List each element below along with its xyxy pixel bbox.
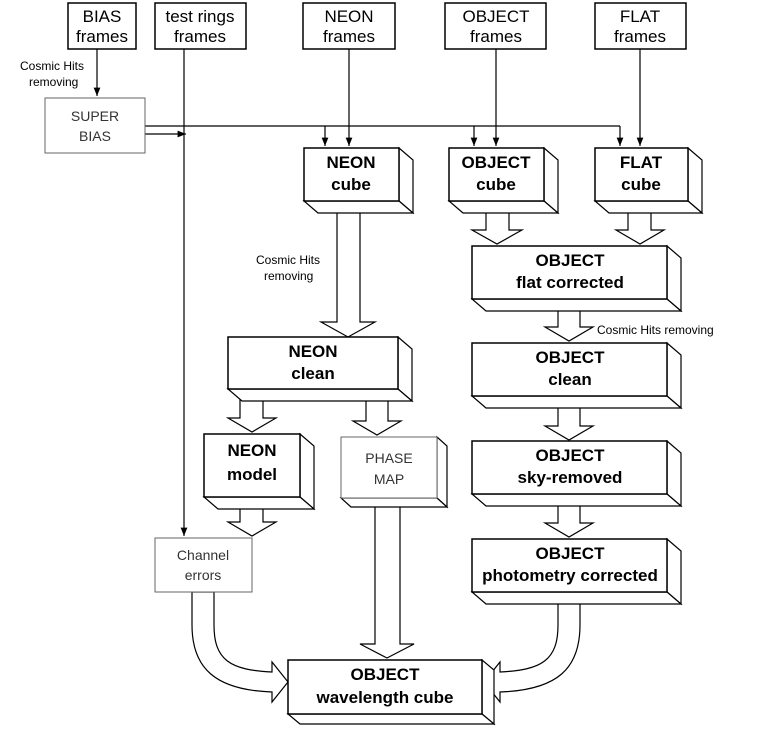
neon-frames-box: NEON frames bbox=[302, 2, 396, 50]
neon-frames-sub: frames bbox=[323, 27, 375, 46]
neon-model-box: NEON model bbox=[202, 432, 316, 511]
object-frames-sub: frames bbox=[470, 27, 522, 46]
thin-connectors bbox=[93, 49, 644, 536]
object-frames-box: OBJECT frames bbox=[444, 2, 547, 50]
object-clean-box: OBJECT clean bbox=[470, 341, 683, 410]
flat-cube-box: FLAT cube bbox=[593, 146, 704, 215]
neon-cube-sub: cube bbox=[331, 175, 371, 194]
neon-model-sub: model bbox=[227, 465, 277, 484]
channel-errors-box: Channel errors bbox=[154, 537, 253, 593]
flat-cube-sub: cube bbox=[621, 175, 661, 194]
object-cube-box: OBJECT cube bbox=[447, 146, 560, 215]
test-rings-sub: frames bbox=[174, 27, 226, 46]
neon-clean-box: NEON clean bbox=[226, 335, 414, 403]
channel-errors-title: Channel bbox=[177, 547, 229, 563]
object-flat-corrected-box: OBJECT flat corrected bbox=[470, 244, 683, 313]
neon-cube-title: NEON bbox=[326, 153, 375, 172]
object-clean-title: OBJECT bbox=[536, 348, 606, 367]
object-sky-sub: sky-removed bbox=[518, 468, 623, 487]
neon-model-title: NEON bbox=[227, 441, 276, 460]
neon-frames-title: NEON bbox=[324, 7, 373, 26]
neon-clean-sub: clean bbox=[291, 364, 334, 383]
object-clean-sub: clean bbox=[548, 370, 591, 389]
object-wavelength-title: OBJECT bbox=[351, 665, 421, 684]
phase-map-sub: MAP bbox=[374, 471, 404, 487]
super-bias-box: SUPER BIAS bbox=[44, 97, 146, 154]
test-rings-title: test rings bbox=[166, 7, 235, 26]
bias-frames-sub: frames bbox=[76, 27, 128, 46]
object-frames-title: OBJECT bbox=[462, 7, 529, 26]
bias-frames-box: BIAS frames bbox=[67, 2, 137, 50]
cosmic-hits-label-1b: removing bbox=[29, 75, 78, 89]
cosmic-hits-label-3: Cosmic Hits removing bbox=[597, 323, 714, 337]
neon-clean-title: NEON bbox=[288, 342, 337, 361]
object-photometry-title: OBJECT bbox=[536, 544, 606, 563]
flat-cube-title: FLAT bbox=[620, 153, 663, 172]
super-bias-title: SUPER bbox=[71, 108, 119, 124]
flat-frames-box: FLAT frames bbox=[594, 2, 687, 50]
object-wavelength-sub: wavelength cube bbox=[316, 688, 454, 707]
object-photometry-sub: photometry corrected bbox=[482, 566, 658, 585]
super-bias-sub: BIAS bbox=[79, 128, 111, 144]
phase-map-box: PHASE MAP bbox=[339, 435, 449, 509]
cosmic-hits-label-2b: removing bbox=[264, 269, 313, 283]
phase-map-title: PHASE bbox=[365, 450, 412, 466]
neon-cube-box: NEON cube bbox=[302, 146, 415, 215]
object-photometry-box: OBJECT photometry corrected bbox=[470, 537, 683, 606]
object-cube-sub: cube bbox=[476, 175, 516, 194]
object-sky-title: OBJECT bbox=[536, 446, 606, 465]
bias-frames-title: BIAS bbox=[83, 7, 122, 26]
cosmic-hits-label-2: Cosmic Hits bbox=[256, 253, 320, 267]
object-cube-title: OBJECT bbox=[462, 153, 532, 172]
flat-frames-title: FLAT bbox=[620, 7, 660, 26]
flat-frames-sub: frames bbox=[614, 27, 666, 46]
object-flat-sub: flat corrected bbox=[516, 273, 624, 292]
object-flat-title: OBJECT bbox=[536, 251, 606, 270]
cosmic-hits-label-1: Cosmic Hits bbox=[20, 59, 84, 73]
test-rings-frames-box: test rings frames bbox=[154, 2, 247, 50]
object-sky-removed-box: OBJECT sky-removed bbox=[470, 439, 683, 508]
channel-errors-sub: errors bbox=[185, 567, 222, 583]
object-wavelength-cube-box: OBJECT wavelength cube bbox=[286, 658, 496, 726]
